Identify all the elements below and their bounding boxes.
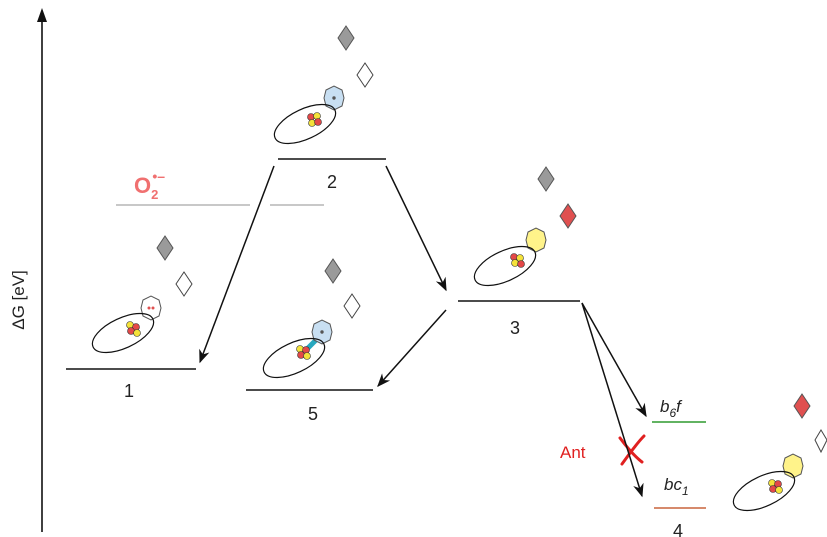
superoxide-sup: •– <box>152 168 165 184</box>
iron-sulfur-cluster-icon <box>769 480 783 494</box>
quinone-diamond-icon <box>357 63 373 87</box>
state-3-structure <box>469 167 576 294</box>
quinone-diamond-icon <box>344 294 360 318</box>
quinone-diamond-icon <box>794 394 810 418</box>
energy-levels <box>66 159 706 508</box>
iron-sulfur-cluster-icon <box>127 322 141 337</box>
superoxide-base: O <box>134 173 151 198</box>
state-4-structure <box>728 394 827 519</box>
iron-sulfur-cluster-icon <box>297 346 311 360</box>
quinone-diamond-icon <box>176 272 192 296</box>
quinone-diamond-icon <box>538 167 554 191</box>
bc1-label: bc1 <box>664 475 689 498</box>
axis-label: ΔG [eV] <box>9 270 28 330</box>
energy-axis: ΔG [eV] <box>9 8 47 532</box>
state-1-label: 1 <box>124 381 134 401</box>
arrow-2-to-1 <box>200 166 274 362</box>
quinone-diamond-icon <box>325 259 341 283</box>
quinone-diamond-icon <box>560 204 576 228</box>
state-labels: 1 2 3 4 5 <box>124 172 683 537</box>
iron-sulfur-cluster-icon <box>308 113 322 127</box>
arrow-3-to-b6f <box>582 303 646 416</box>
state-4-label: 4 <box>673 521 683 537</box>
quinone-diamond-icon <box>338 26 354 50</box>
superoxide-level: O2 •– <box>116 168 324 205</box>
quinone-diamond-icon <box>815 430 827 452</box>
state-2-label: 2 <box>327 172 337 192</box>
arrow-3-to-5 <box>378 310 446 386</box>
axis-arrowhead <box>37 8 47 22</box>
blocked-cross-icon <box>620 436 644 464</box>
iron-sulfur-cluster-icon <box>511 254 525 268</box>
state-5-structure <box>258 259 360 386</box>
state-1-structure <box>87 236 192 361</box>
b6f-label: b6f <box>660 397 683 420</box>
state-3-label: 3 <box>510 318 520 338</box>
quinone-diamond-icon <box>157 236 173 260</box>
antimycin-label: Ant <box>560 443 586 462</box>
state-2-structure <box>269 26 373 152</box>
arrow-2-to-3 <box>386 166 446 290</box>
superoxide-sub: 2 <box>151 187 158 202</box>
semiquinone-hexagon-icon <box>783 454 803 478</box>
semiquinone-hexagon-icon <box>526 228 546 252</box>
state-5-label: 5 <box>308 404 318 424</box>
arrow-3-to-bc1 <box>582 303 642 496</box>
superoxide-label: O2 •– <box>134 168 165 202</box>
